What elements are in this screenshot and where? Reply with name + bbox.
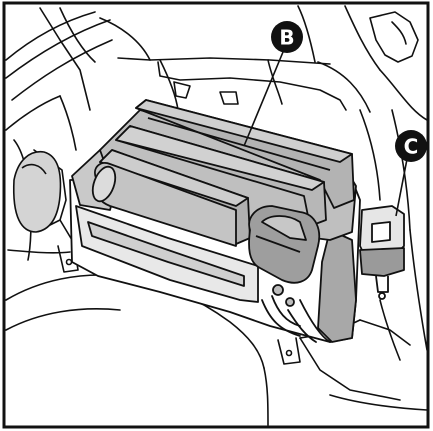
main-module [71,99,357,284]
callout-c: C [395,130,427,162]
callout-b-label: B [279,26,294,50]
callout-b-circle [271,21,303,53]
leader-line-b [243,51,284,147]
connector-c [359,205,405,300]
surroundings [5,5,428,426]
leader-line-c [395,153,409,217]
callout-c-label: C [404,135,419,159]
left-pad [12,151,62,233]
callout-b: B [271,21,303,53]
callout-c-circle [395,130,427,162]
